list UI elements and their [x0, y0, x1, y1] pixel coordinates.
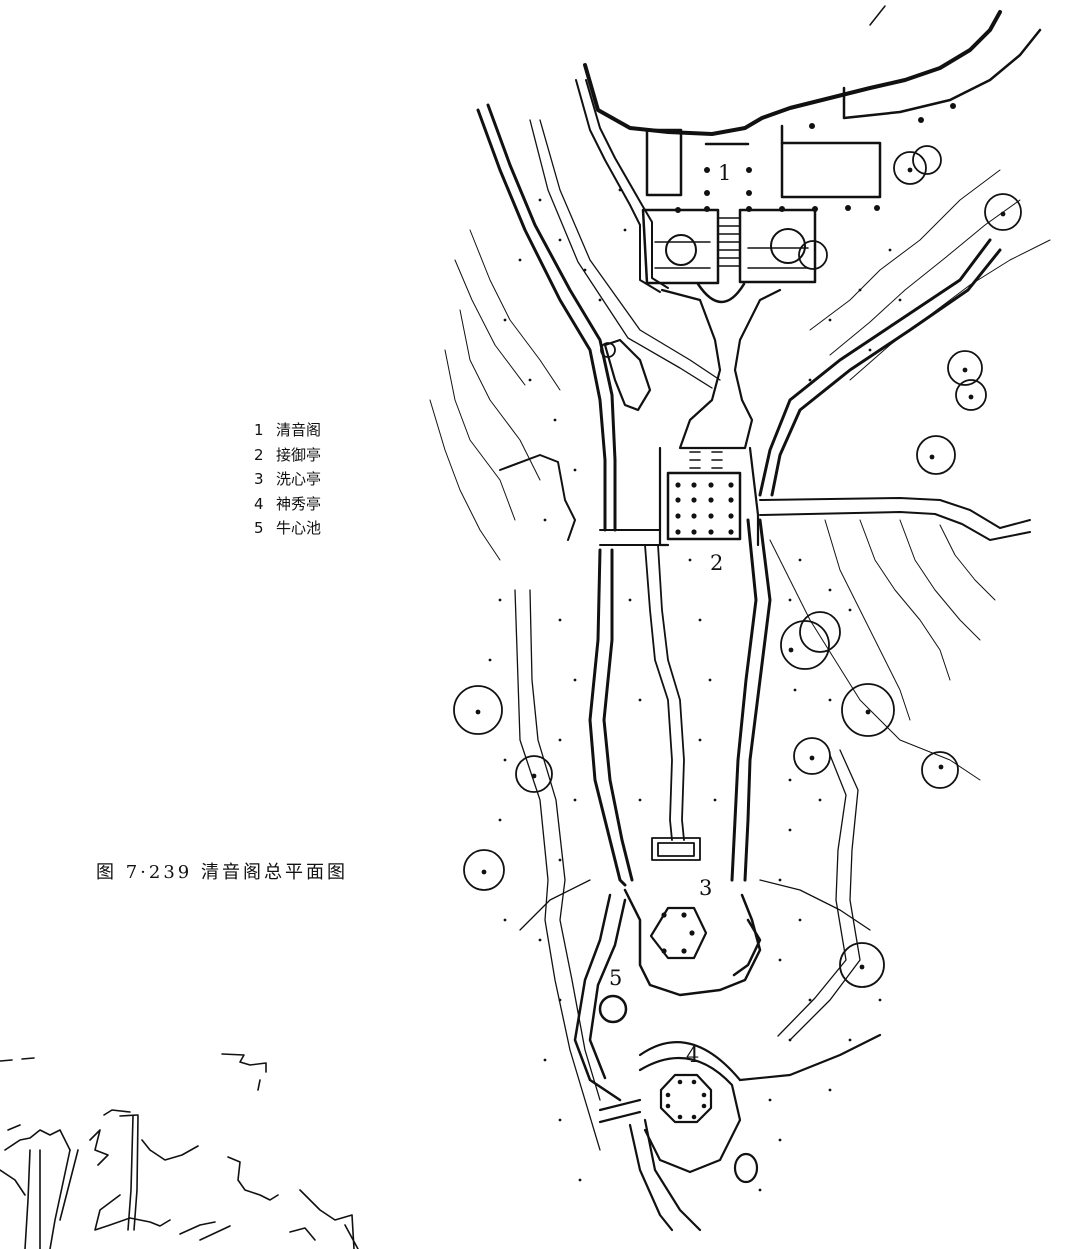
legend-label: 牛心池 — [276, 519, 322, 537]
bridge-west — [500, 455, 660, 545]
figure-caption: 图 7·239 清音阁总平面图 — [96, 862, 348, 883]
trees — [454, 146, 1021, 987]
marker-5: 5 — [609, 966, 622, 990]
central-stair-path — [645, 545, 700, 860]
legend-number: 3 — [254, 470, 264, 488]
legend-item-1: 1 清音阁 — [254, 418, 321, 443]
bridge-east — [760, 498, 1030, 540]
legend-label: 接御亭 — [276, 445, 322, 464]
top-boundary — [585, 6, 1040, 134]
pavilion-3 — [651, 908, 706, 958]
legend-item-2: 2 接御亭 — [254, 443, 321, 468]
legend-label: 洗心亭 — [276, 470, 322, 488]
legend-number: 2 — [254, 445, 264, 464]
stipple-texture — [488, 188, 902, 1192]
legend: 1 清音阁 2 接御亭 3 洗心亭 4 神秀亭 5 牛心池 — [254, 418, 321, 541]
contour-lines — [430, 170, 1050, 780]
streams — [478, 105, 1000, 885]
legend-number: 5 — [254, 519, 264, 537]
legend-label: 清音阁 — [276, 421, 322, 439]
marker-4: 4 — [686, 1043, 699, 1067]
legend-number: 1 — [254, 421, 264, 439]
legend-item-4: 4 神秀亭 — [254, 492, 321, 517]
legend-label: 神秀亭 — [276, 494, 322, 513]
main-hall-complex — [643, 103, 956, 302]
marker-1: 1 — [718, 161, 731, 185]
marker-3: 3 — [699, 876, 712, 900]
pavilion-4 — [600, 1035, 880, 1230]
legend-item-5: 5 牛心池 — [254, 516, 321, 541]
marker-2: 2 — [710, 551, 723, 575]
legend-item-3: 3 洗心亭 — [254, 467, 321, 492]
plan-markers: 1 2 3 4 5 — [609, 161, 731, 1067]
legend-number: 4 — [254, 494, 264, 513]
stair-path-left — [576, 80, 668, 292]
ravine-edges — [515, 120, 870, 1150]
